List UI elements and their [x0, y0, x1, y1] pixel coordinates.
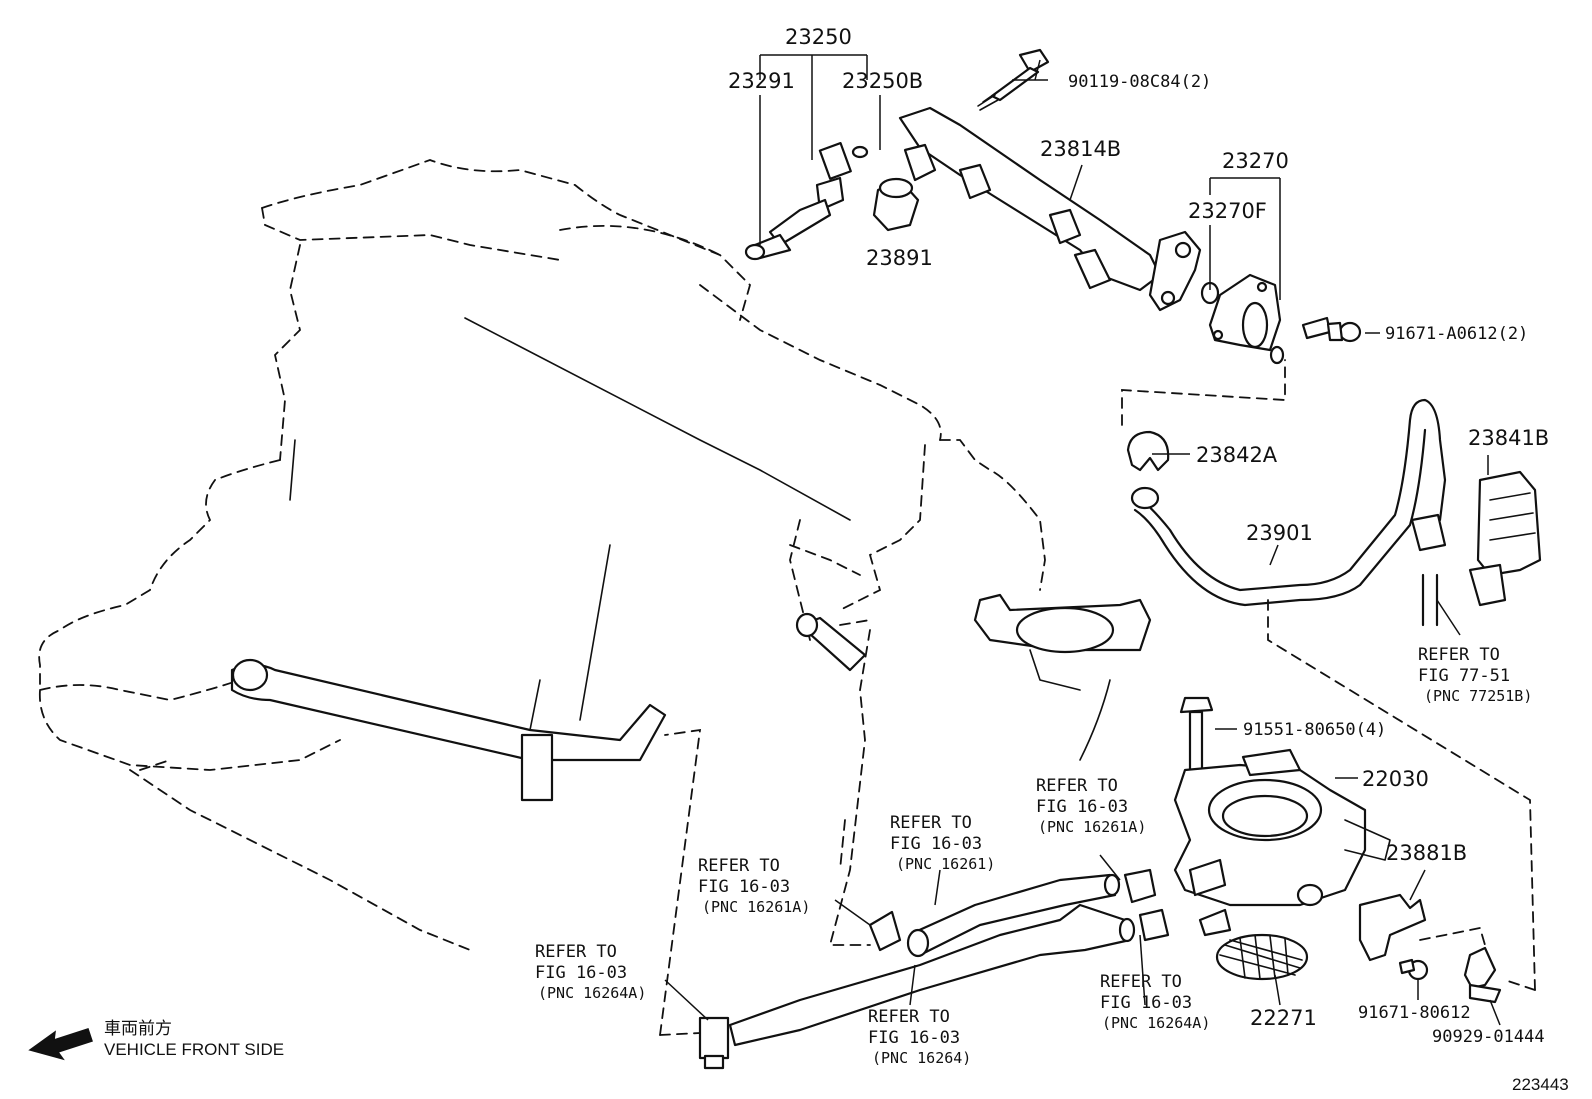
svg-text:FIG 16-03: FIG 16-03	[890, 834, 982, 854]
label-23901: 23901	[1246, 521, 1313, 545]
label-23270F: 23270F	[1188, 199, 1267, 223]
svg-text:FIG 16-03: FIG 16-03	[698, 877, 790, 897]
svg-text:REFER TO: REFER TO	[1100, 972, 1182, 992]
clip-23842A	[1126, 430, 1170, 472]
label-23891: 23891	[866, 246, 933, 270]
refer-16-03-16264A-left: REFER TO FIG 16-03 (PNC 16264A)	[535, 942, 646, 1002]
svg-text:FIG 77-51: FIG 77-51	[1418, 666, 1510, 686]
refer-to-notes: REFER TO FIG 77-51 (PNC 77251B) REFER TO…	[535, 645, 1532, 1067]
svg-text:REFER TO: REFER TO	[698, 856, 780, 876]
refer-77-51: REFER TO FIG 77-51 (PNC 77251B)	[1418, 645, 1532, 705]
gasket-22271	[1215, 933, 1309, 981]
fuel-pipe-23901	[1130, 398, 1447, 607]
label-91671-A0612: 91671-A0612(2)	[1385, 324, 1528, 344]
label-23842A: 23842A	[1196, 443, 1278, 467]
svg-text:(PNC 16261A): (PNC 16261A)	[702, 898, 810, 916]
svg-text:(PNC 16261): (PNC 16261)	[896, 855, 995, 873]
refer-16-03-16261: REFER TO FIG 16-03 (PNC 16261)	[890, 813, 995, 873]
refer-16-03-16264: REFER TO FIG 16-03 (PNC 16264)	[868, 1007, 971, 1067]
bolt-90119	[977, 48, 1050, 111]
svg-text:REFER TO: REFER TO	[535, 942, 617, 962]
engine-water-pipe	[230, 612, 867, 802]
part-number-labels: 23250 23291 23250B 90119-08C84(2) 23814B…	[728, 25, 1549, 1047]
label-23291: 23291	[728, 69, 795, 93]
fuel-rail-23814B	[898, 106, 1202, 312]
arrow-left-icon	[28, 1028, 93, 1061]
connector-23841B	[1421, 470, 1542, 627]
bracket-23881B	[1358, 893, 1427, 962]
front-label-en: VEHICLE FRONT SIDE	[104, 1040, 284, 1059]
label-90929-01444: 90929-01444	[1432, 1027, 1545, 1047]
clamp-90929-01444	[1463, 946, 1502, 1004]
svg-text:FIG 16-03: FIG 16-03	[868, 1028, 960, 1048]
leader-lines	[664, 54, 1501, 1026]
label-90119: 90119-08C84(2)	[1068, 72, 1211, 92]
label-91671-80612: 91671-80612	[1358, 1003, 1471, 1023]
label-23270: 23270	[1222, 149, 1289, 173]
injector-23250	[744, 141, 869, 261]
label-23250: 23250	[785, 25, 852, 49]
engine-phantom-outline	[38, 159, 1046, 951]
svg-text:(PNC 16261A): (PNC 16261A)	[1038, 818, 1146, 836]
label-23841B: 23841B	[1468, 426, 1549, 450]
label-22030: 22030	[1362, 767, 1429, 791]
svg-text:(PNC 77251B): (PNC 77251B)	[1424, 687, 1532, 705]
svg-text:FIG 16-03: FIG 16-03	[1036, 797, 1128, 817]
svg-text:REFER TO: REFER TO	[890, 813, 972, 833]
svg-text:(PNC 16264): (PNC 16264)	[872, 1049, 971, 1067]
throttle-mount-flange	[973, 593, 1152, 761]
figure-number: 223443	[1512, 1075, 1569, 1094]
svg-text:FIG 16-03: FIG 16-03	[535, 963, 627, 983]
coolant-hoses	[698, 868, 1170, 1070]
bolt-91671-80612	[1398, 958, 1429, 981]
bolt-91551	[1179, 696, 1214, 784]
refer-16-03-16261A-lower: REFER TO FIG 16-03 (PNC 16261A)	[698, 856, 810, 916]
bolt-91671-A0612	[1301, 316, 1362, 343]
vehicle-front-indicator: 車両前方 VEHICLE FRONT SIDE	[28, 1019, 284, 1061]
label-23814B: 23814B	[1040, 137, 1121, 161]
refer-16-03-16261A-upper: REFER TO FIG 16-03 (PNC 16261A)	[1036, 776, 1146, 836]
label-23250B: 23250B	[842, 69, 923, 93]
svg-text:REFER TO: REFER TO	[1036, 776, 1118, 796]
label-23881B: 23881B	[1386, 841, 1467, 865]
fuel-inlet-23270	[1200, 273, 1285, 365]
svg-text:(PNC 16264A): (PNC 16264A)	[1102, 1014, 1210, 1032]
front-label-jp: 車両前方	[104, 1019, 172, 1038]
svg-text:REFER TO: REFER TO	[868, 1007, 950, 1027]
insulator-23891	[872, 177, 920, 232]
refer-16-03-16264A-right: REFER TO FIG 16-03 (PNC 16264A)	[1100, 972, 1210, 1032]
label-22271: 22271	[1250, 1006, 1317, 1030]
svg-text:(PNC 16264A): (PNC 16264A)	[538, 984, 646, 1002]
svg-text:FIG 16-03: FIG 16-03	[1100, 993, 1192, 1013]
label-91551: 91551-80650(4)	[1243, 720, 1386, 740]
throttle-body-22030	[1173, 748, 1391, 937]
reference-dashed-lines	[659, 359, 1536, 1036]
svg-text:REFER TO: REFER TO	[1418, 645, 1500, 665]
